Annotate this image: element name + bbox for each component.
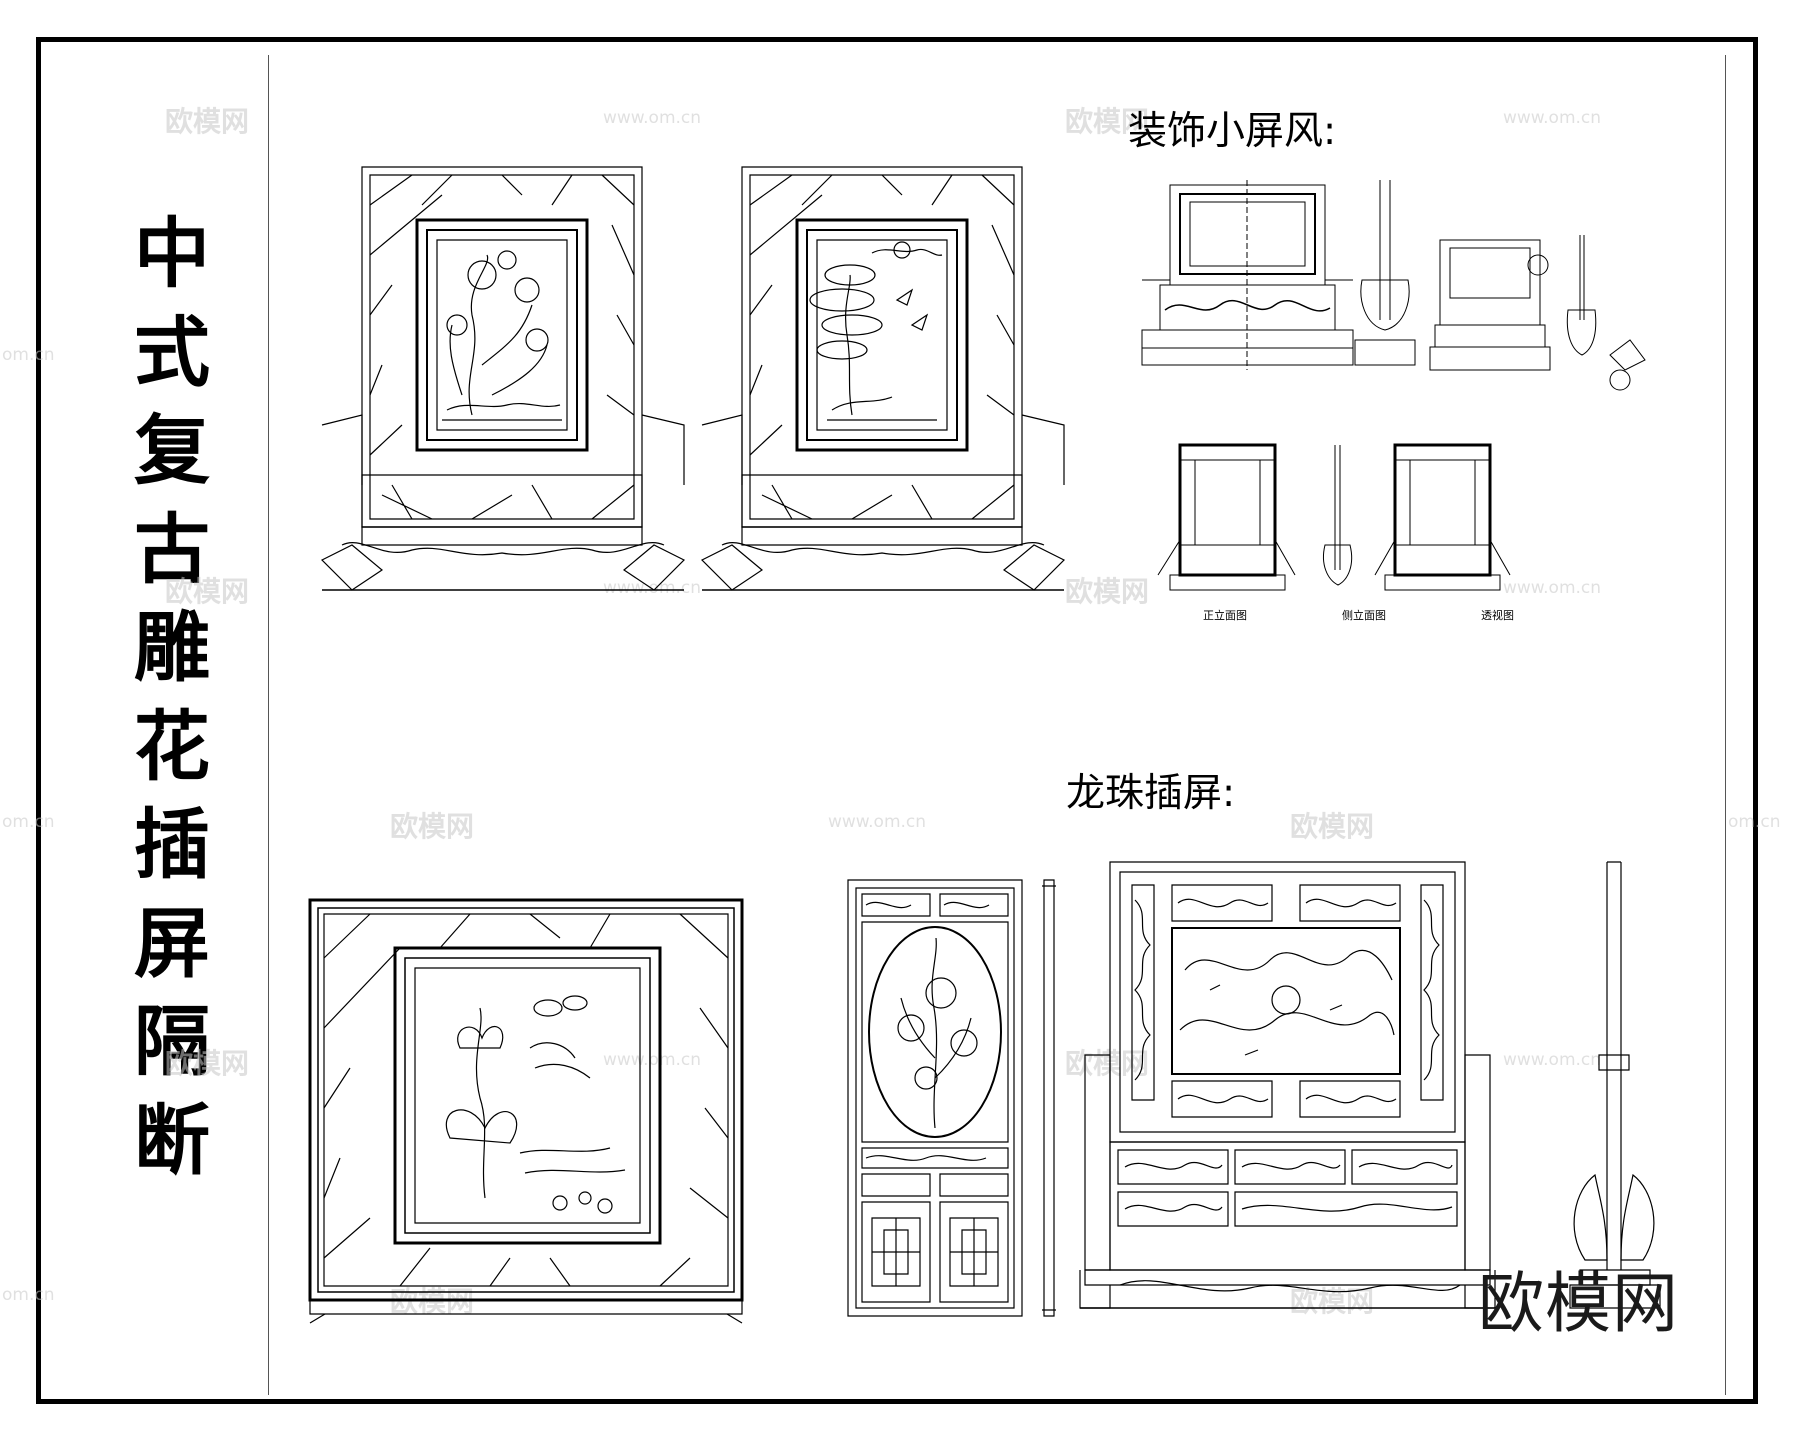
screen-drawing-lotus bbox=[310, 898, 742, 1323]
watermark-site: om.cn bbox=[2, 345, 55, 365]
brand-logo: 欧模网 bbox=[1478, 1265, 1679, 1342]
watermark-site: www.om.cn bbox=[1503, 1050, 1602, 1070]
section-title-dragon-pearl-screen: 龙珠插屏: bbox=[1066, 771, 1236, 816]
watermark-site: www.om.cn bbox=[828, 812, 927, 832]
caption-front-elevation: 正立面图 bbox=[1203, 609, 1247, 622]
watermark-brand: 欧模网 bbox=[165, 1047, 250, 1080]
watermark-brand: 欧模网 bbox=[165, 105, 250, 138]
main-title: 中式复古雕花插屏隔断 bbox=[134, 209, 210, 1185]
screen-drawing-peony bbox=[322, 165, 684, 595]
title-column: 中式复古雕花插屏隔断 bbox=[77, 55, 269, 1395]
dragon-screen-side-view bbox=[1555, 860, 1665, 1308]
watermark-site: om.cn bbox=[2, 812, 55, 832]
watermark-site: om.cn bbox=[1728, 812, 1781, 832]
caption-side-elevation: 侧立面图 bbox=[1342, 609, 1386, 622]
screen-drawing-dragon-pearl bbox=[1080, 860, 1495, 1308]
section-title-decorative-screen: 装饰小屏风: bbox=[1128, 109, 1337, 154]
watermark-site: om.cn bbox=[2, 1285, 55, 1305]
watermark-brand: 欧模网 bbox=[1290, 810, 1375, 843]
watermark-brand: 欧模网 bbox=[1065, 105, 1150, 138]
watermark-brand: 欧模网 bbox=[165, 575, 250, 608]
small-screen-views bbox=[1140, 180, 1700, 590]
screen-drawing-oval-panel bbox=[846, 878, 1024, 1318]
watermark-site: www.om.cn bbox=[1503, 578, 1602, 598]
watermark-brand: 欧模网 bbox=[390, 810, 475, 843]
screen-drawing-pine bbox=[702, 165, 1064, 595]
outer-border bbox=[36, 37, 1758, 1404]
right-margin-line bbox=[1725, 55, 1726, 1395]
watermark-brand: 欧模网 bbox=[1065, 575, 1150, 608]
watermark-site: www.om.cn bbox=[603, 108, 702, 128]
watermark-site: www.om.cn bbox=[603, 1050, 702, 1070]
post-side-view bbox=[1042, 878, 1056, 1318]
watermark-site: www.om.cn bbox=[1503, 108, 1602, 128]
caption-perspective: 透视图 bbox=[1481, 609, 1514, 622]
watermark-brand: 欧模网 bbox=[1065, 1047, 1150, 1080]
